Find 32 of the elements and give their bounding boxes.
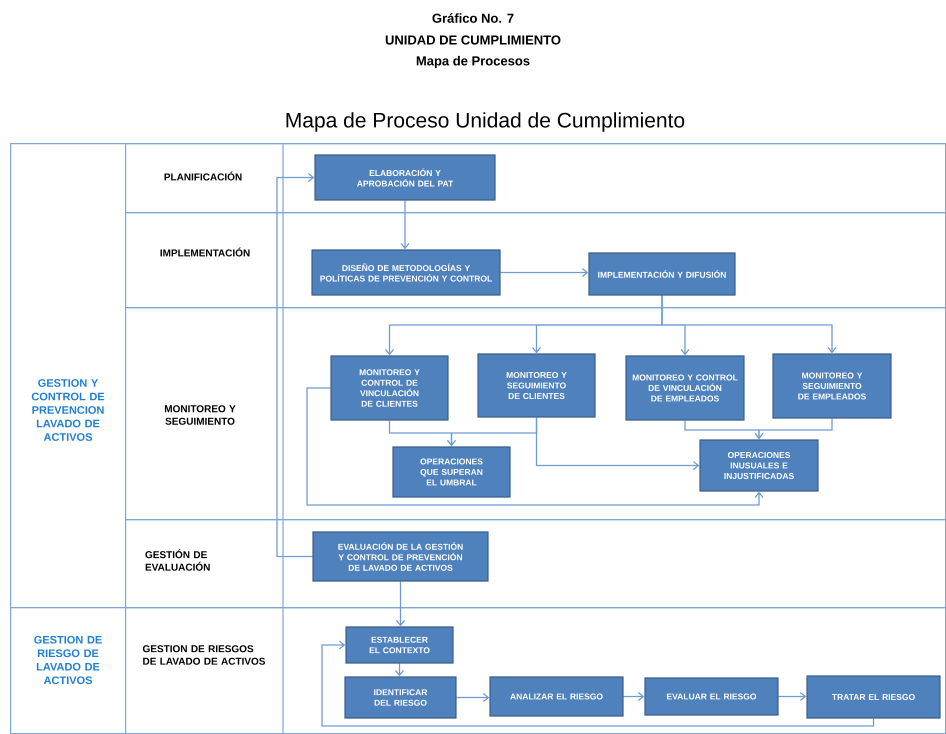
arrow [306,387,764,506]
process-box: ELABORACIÓN Y APROBACIÓN DEL PAT [314,154,496,201]
process-box: IDENTIFICAR DEL RIESGO [344,676,457,719]
chart-title: Mapa de Proceso Unidad de Cumplimiento [286,112,684,132]
process-box: MONITOREO Y SEGUIMIENTO DE EMPLEADOS [772,353,892,419]
arrow [276,173,314,558]
arrow [395,664,404,676]
process-box: ESTABLECER EL CONTEXTO [345,626,454,664]
process-box: EVALUAR EL RIESGO [644,677,779,716]
arrow [456,692,490,702]
heading-line: Gráfico No. 7 [432,13,514,23]
arrow [396,582,406,626]
arrow [536,418,700,470]
arrow [754,418,833,440]
process-box: IMPLEMENTACIÓN Y DIFUSIÓN [588,252,736,296]
arrow [400,200,410,250]
process-box: DISEÑO DE METODOLOGÍAS Y POLÍTICAS DE PREVENCIÓN Y CONTROL [311,249,501,296]
heading-line: UNIDAD DE CUMPLIMIENTO [386,35,560,45]
process-box: OPERACIONES INUSUALES E INJUSTIFICADAS [699,439,819,492]
arrow [778,692,806,701]
process-box: MONITOREO Y SEGUIMIENTO DE CLIENTES [477,353,596,418]
process-box: ANALIZAR EL RIESGO [489,676,624,717]
heading-line: Mapa de Procesos [416,56,530,68]
arrow [321,640,874,727]
arrow [500,268,588,277]
process-box: OPERACIONES QUE SUPERAN EL UMBRAL [392,446,511,498]
process-box: MONITOREO Y CONTROL DE VINCULACIÓN DE EMPLEADOS [625,355,745,421]
process-box: MONITOREO Y CONTROL DE VINCULACIÓN DE CLIENTES [330,355,449,421]
arrow [661,296,836,354]
arrow [624,692,644,701]
process-box: EVALUACIÓN DE LA GESTIÓN Y CONTROL DE PREVENCIÓN DE LAVADO DE ACTIVOS [312,531,489,582]
process-box: TRATAR EL RIESGO [806,675,941,719]
